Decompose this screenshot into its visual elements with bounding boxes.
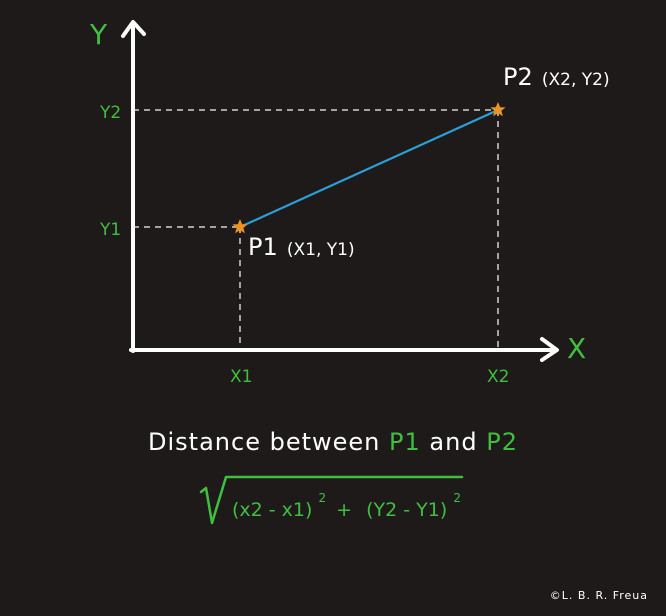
formula-plus: + bbox=[336, 499, 352, 521]
x-axis-label: X bbox=[567, 332, 586, 365]
formula-right-term: (Y2 - Y1) bbox=[366, 499, 447, 521]
formula-radicand: (x2 - x1) 2 + (Y2 - Y1) 2 bbox=[232, 485, 461, 521]
point-coords-p2: (X2, Y2) bbox=[542, 70, 610, 90]
point-coords-p1: (X1, Y1) bbox=[287, 240, 355, 260]
tick-label-y1-text: Y1 bbox=[99, 220, 121, 240]
formula-right-exponent: 2 bbox=[453, 491, 461, 505]
y-axis-label: Y bbox=[89, 18, 108, 51]
tick-label-x2-text: X2 bbox=[487, 367, 509, 387]
tick-label-y2: Y2 bbox=[99, 103, 121, 123]
star-icon-p2 bbox=[490, 102, 506, 117]
formula-left-exponent: 2 bbox=[318, 491, 326, 505]
tick-label-y2-text: Y2 bbox=[99, 103, 121, 123]
x-axis-arrow bbox=[540, 337, 559, 362]
tick-label-y1: Y1 bbox=[99, 220, 121, 240]
point-label-p1: P1 (X1, Y1) bbox=[248, 233, 355, 261]
credit: ©L. B. R. Freua bbox=[549, 589, 648, 602]
sqrt-sign bbox=[199, 475, 464, 525]
caption-point-a: P1 bbox=[389, 428, 421, 456]
caption-point-b: P2 bbox=[486, 428, 518, 456]
caption-conj: and bbox=[429, 428, 478, 456]
point-name-p2: P2 bbox=[503, 63, 533, 91]
y-axis-arrow bbox=[121, 20, 146, 38]
point-name-p1: P1 bbox=[248, 233, 278, 261]
tick-label-x1: X1 bbox=[230, 367, 252, 387]
tick-label-x1-text: X1 bbox=[230, 367, 252, 387]
formula-left-term: (x2 - x1) bbox=[232, 499, 312, 521]
caption-prefix: Distance between bbox=[148, 428, 381, 456]
caption: Distance between P1 and P2 bbox=[0, 428, 666, 456]
distance-segment bbox=[239, 108, 499, 229]
tick-label-x2: X2 bbox=[487, 367, 509, 387]
point-label-p2: P2 (X2, Y2) bbox=[503, 63, 610, 91]
star-icon-p1 bbox=[232, 219, 248, 234]
